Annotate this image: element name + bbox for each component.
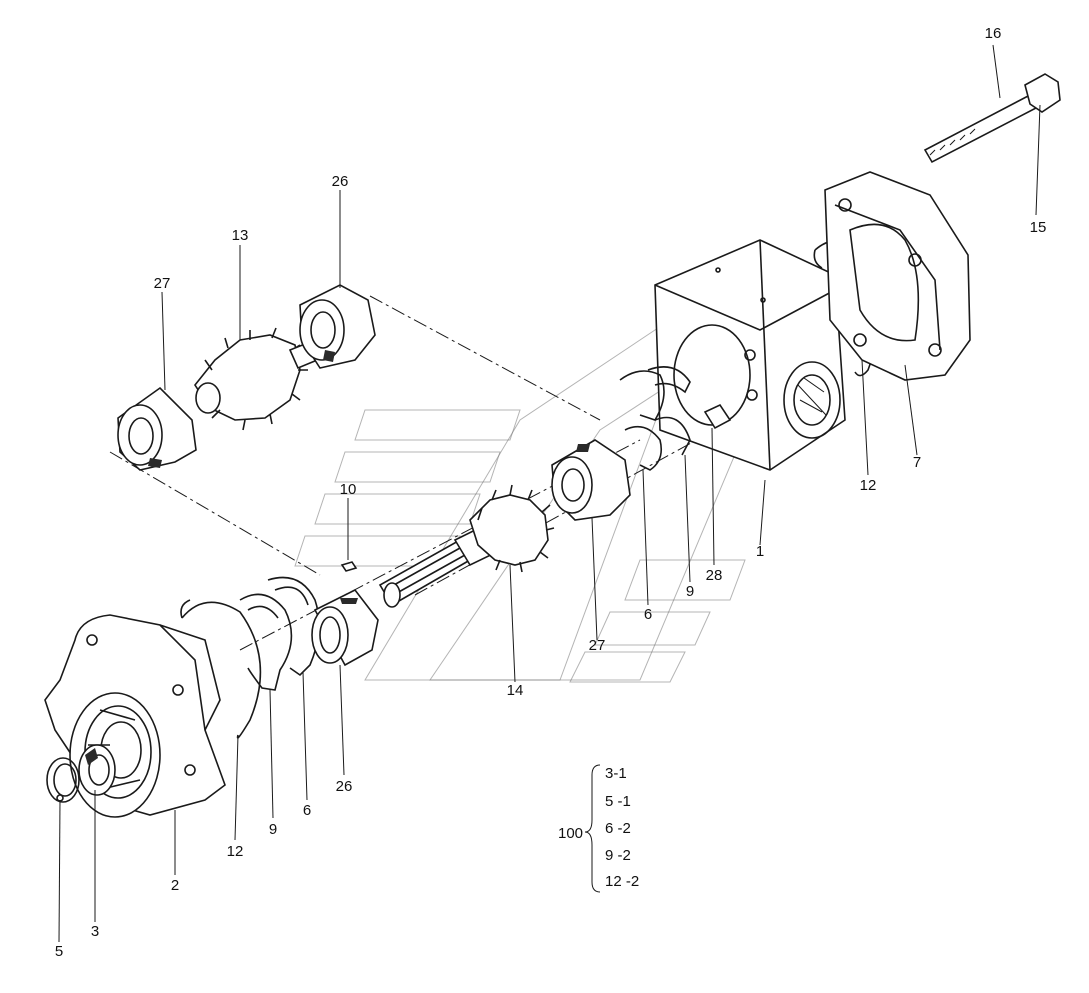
dowel-pin bbox=[703, 403, 732, 430]
backup-ring-left bbox=[239, 593, 293, 691]
label-10: 10 bbox=[340, 481, 357, 498]
label-14: 14 bbox=[507, 682, 524, 699]
label-26-bottom: 26 bbox=[336, 778, 353, 795]
oil-seal bbox=[78, 744, 116, 796]
repair-kit-list: 100 3-1 5 -1 6 -2 9 -2 12 -2 bbox=[558, 764, 639, 893]
bushing-27-left bbox=[117, 386, 197, 471]
bushing-left bbox=[311, 588, 379, 667]
label-12-right: 12 bbox=[860, 477, 877, 494]
label-16: 16 bbox=[985, 25, 1002, 42]
bolt bbox=[923, 73, 1061, 164]
kit-item: 5 -1 bbox=[605, 793, 631, 810]
bushing-27-right bbox=[551, 439, 631, 521]
label-26-top: 26 bbox=[332, 173, 349, 190]
label-1: 1 bbox=[756, 543, 764, 560]
part-number-labels: 16 15 7 12 1 28 9 6 27 14 10 26 6 9 12 2… bbox=[55, 25, 1047, 960]
label-7: 7 bbox=[913, 454, 921, 471]
label-5: 5 bbox=[55, 943, 63, 960]
kit-item: 12 -2 bbox=[605, 873, 639, 890]
kit-item: 9 -2 bbox=[605, 847, 631, 864]
drive-gear-shaft bbox=[378, 484, 555, 608]
kit-item: 3-1 bbox=[605, 765, 627, 782]
label-2: 2 bbox=[171, 877, 179, 894]
front-cover bbox=[44, 614, 226, 818]
label-12-left: 12 bbox=[227, 843, 244, 860]
label-6-left: 6 bbox=[303, 802, 311, 819]
rings-right bbox=[619, 366, 691, 471]
kit-id: 100 bbox=[558, 825, 583, 842]
label-3: 3 bbox=[91, 923, 99, 940]
leader-lines bbox=[58, 44, 1041, 943]
rear-cover bbox=[824, 171, 971, 381]
kit-item: 6 -2 bbox=[605, 820, 631, 837]
snap-ring bbox=[46, 757, 80, 803]
label-6-right: 6 bbox=[644, 606, 652, 623]
pump-body bbox=[654, 239, 846, 471]
label-15: 15 bbox=[1030, 219, 1047, 236]
key bbox=[340, 561, 358, 572]
label-28: 28 bbox=[706, 567, 723, 584]
label-27-right: 27 bbox=[589, 637, 606, 654]
seal-left bbox=[267, 576, 320, 677]
label-27-left: 27 bbox=[154, 275, 171, 292]
bushing-26-top bbox=[299, 284, 376, 369]
label-9-left: 9 bbox=[269, 821, 277, 838]
o-ring-left bbox=[180, 599, 262, 739]
kit-brace bbox=[584, 764, 601, 893]
label-13: 13 bbox=[232, 227, 249, 244]
label-9-right: 9 bbox=[686, 583, 694, 600]
